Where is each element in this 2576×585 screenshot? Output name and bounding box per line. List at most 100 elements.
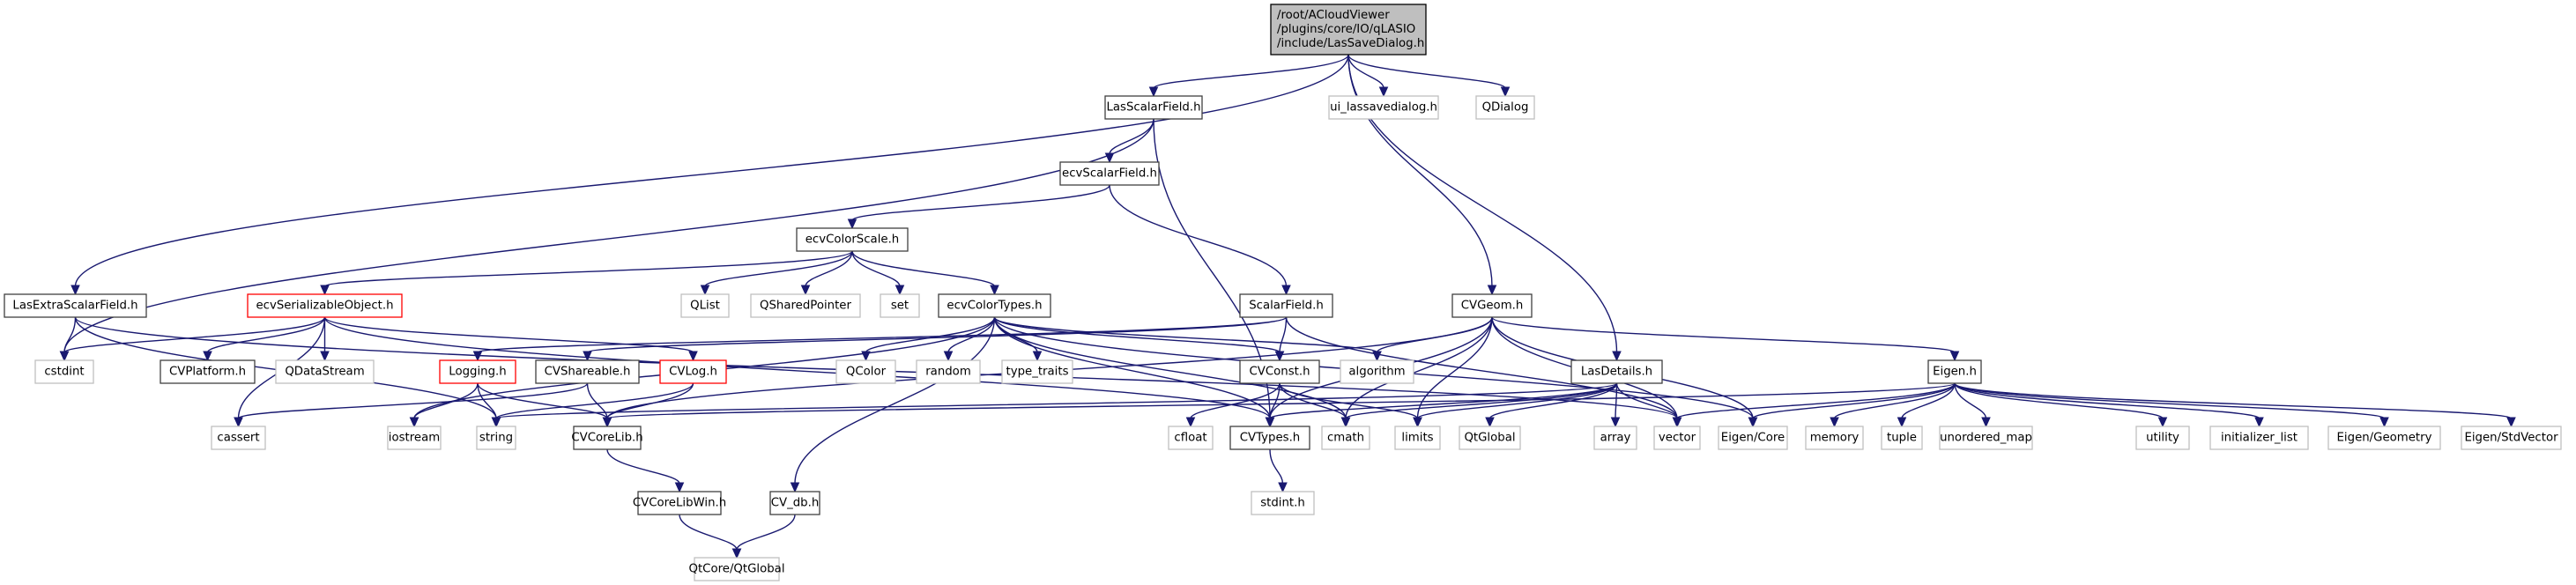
node-scalarfield[interactable]: ScalarField.h bbox=[1239, 293, 1333, 318]
edge-ecvSerializableObject-to-CVLog bbox=[323, 316, 698, 362]
edge-line bbox=[1901, 382, 1956, 419]
node-lasscalarfield[interactable]: LasScalarField.h bbox=[1104, 95, 1203, 120]
node-label: ecvColorScale.h bbox=[805, 233, 900, 247]
edge-line bbox=[1345, 382, 1618, 419]
edge-Eigen-to-EigenStdVector bbox=[1954, 382, 2516, 428]
node-box bbox=[34, 359, 94, 384]
node-label: CVTypes.h bbox=[1240, 432, 1301, 445]
node-ecvscalarfield[interactable]: ecvScalarField.h bbox=[1059, 161, 1160, 186]
edge-line bbox=[1615, 382, 1618, 419]
node-box bbox=[1270, 4, 1427, 56]
arrowhead-icon bbox=[731, 548, 742, 559]
edge-ScalarField-to-CVShareable bbox=[583, 316, 1288, 362]
node-cvcorelib[interactable]: CVCoreLib.h bbox=[571, 426, 643, 450]
arrowhead-icon bbox=[203, 351, 212, 362]
node-label: tuple bbox=[1887, 432, 1917, 445]
arrowhead-icon bbox=[2157, 417, 2168, 428]
edge-line bbox=[1752, 382, 1956, 419]
edge-CVConst-to-cfloat bbox=[1185, 382, 1281, 428]
arrowhead-icon bbox=[2254, 417, 2264, 428]
arrowhead-icon bbox=[1265, 417, 1275, 428]
node-box bbox=[4, 293, 147, 318]
edge-line bbox=[63, 316, 326, 353]
node-stdint-h: stdint.h bbox=[1251, 491, 1315, 515]
node-ecvserializableobject[interactable]: ecvSerializableObject.h bbox=[247, 293, 403, 318]
node-utility: utility bbox=[2135, 426, 2190, 450]
edge-Eigen-to-EigenCore bbox=[1748, 382, 1956, 428]
edge-root-to-LasScalarField bbox=[1148, 54, 1349, 98]
node-ecvcolortypes[interactable]: ecvColorTypes.h bbox=[938, 293, 1051, 318]
node-box bbox=[2461, 426, 2562, 450]
edge-line bbox=[704, 250, 853, 287]
node-label: array bbox=[1600, 432, 1631, 445]
node-logging[interactable]: Logging.h bbox=[439, 359, 516, 384]
node-qsharedpointer: QSharedPointer bbox=[750, 293, 861, 318]
node-label: limits bbox=[1401, 432, 1433, 445]
node-cvgeom[interactable]: CVGeom.h bbox=[1451, 293, 1533, 318]
edge-line bbox=[851, 250, 901, 287]
node-label: QColor bbox=[846, 366, 887, 379]
edge-ecvColorTypes-to-random bbox=[943, 316, 996, 362]
arrowhead-icon bbox=[1378, 86, 1389, 98]
node-cv-db[interactable]: CV_db.h bbox=[769, 491, 820, 515]
node-set: set bbox=[880, 293, 920, 318]
node-cvconst[interactable]: CVConst.h bbox=[1239, 359, 1320, 384]
node-label: /root/ACloudViewer bbox=[1277, 9, 1390, 22]
arrowhead-icon bbox=[602, 417, 612, 428]
edge-CVCoreLib-to-CVCoreLibWin bbox=[606, 448, 685, 493]
edge-line bbox=[1416, 382, 1618, 419]
edge-Eigen-to-EigenGeometry bbox=[1954, 382, 2389, 428]
edge-ecvColorScale-to-set bbox=[851, 250, 905, 296]
node-box bbox=[1321, 426, 1370, 450]
node-root[interactable]: /root/ACloudViewer/plugins/core/IO/qLASI… bbox=[1270, 4, 1427, 56]
arrowhead-icon bbox=[1413, 417, 1422, 428]
node-qdatastream: QDataStream bbox=[275, 359, 375, 384]
node-lasextrascalarfield[interactable]: LasExtraScalarField.h bbox=[4, 293, 147, 318]
edge-Logging-to-iostream bbox=[409, 382, 479, 428]
node-label: utility bbox=[2146, 432, 2179, 445]
node-box bbox=[835, 359, 896, 384]
edge-line bbox=[993, 316, 1281, 353]
arrowhead-icon bbox=[990, 285, 999, 296]
node-qtglobal: QtGlobal bbox=[1459, 426, 1521, 450]
node-label: algorithm bbox=[1348, 366, 1405, 379]
node-qcolor: QColor bbox=[835, 359, 896, 384]
node-eigen[interactable]: Eigen.h bbox=[1927, 359, 1982, 384]
node-label: QtGlobal bbox=[1464, 432, 1515, 445]
node-box bbox=[1394, 426, 1441, 450]
node-cvlog[interactable]: CVLog.h bbox=[659, 359, 727, 384]
node-vector: vector bbox=[1653, 426, 1701, 450]
node-label: type_traits bbox=[1006, 366, 1068, 379]
edge-root-to-QDialog bbox=[1347, 54, 1511, 98]
node-box bbox=[1459, 426, 1521, 450]
node-box bbox=[1229, 426, 1310, 450]
arrowhead-icon bbox=[59, 351, 70, 362]
nodes-layer: /root/ACloudViewer/plugins/core/IO/qLASI… bbox=[4, 4, 2562, 581]
node-ecvcolorscale[interactable]: ecvColorScale.h bbox=[796, 227, 909, 252]
node-box bbox=[680, 293, 730, 318]
node-label: ui_lassavedialog.h bbox=[1330, 101, 1437, 115]
node-box bbox=[1805, 426, 1864, 450]
node-box bbox=[2327, 426, 2441, 450]
edge-line bbox=[477, 382, 497, 419]
edge-line bbox=[1109, 184, 1288, 287]
edge-line bbox=[413, 382, 479, 419]
node-cvcorelibwin[interactable]: CVCoreLibWin.h bbox=[633, 491, 726, 515]
edge-ecvSerializableObject-to-CVPlatform bbox=[203, 316, 326, 362]
node-cvshareable[interactable]: CVShareable.h bbox=[535, 359, 640, 384]
edge-ecvColorScale-to-QSharedPointer bbox=[800, 250, 853, 296]
edge-LasDetails-to-QtGlobal bbox=[1485, 382, 1618, 428]
node-qlist: QList bbox=[680, 293, 730, 318]
node-cvplatform[interactable]: CVPlatform.h bbox=[160, 359, 256, 384]
node-memory: memory bbox=[1805, 426, 1864, 450]
edge-CVCoreLibWin-to-QtCoreQtGlobal bbox=[679, 514, 742, 559]
node-label: random bbox=[925, 366, 971, 379]
node-lasdetails[interactable]: LasDetails.h bbox=[1570, 359, 1663, 384]
node-cmath: cmath bbox=[1321, 426, 1370, 450]
edge-line bbox=[1269, 382, 1618, 419]
node-cvtypes[interactable]: CVTypes.h bbox=[1229, 426, 1310, 450]
node-cfloat: cfloat bbox=[1168, 426, 1214, 450]
node-box bbox=[476, 426, 516, 450]
node-box bbox=[1104, 95, 1203, 120]
node-box bbox=[1340, 359, 1414, 384]
